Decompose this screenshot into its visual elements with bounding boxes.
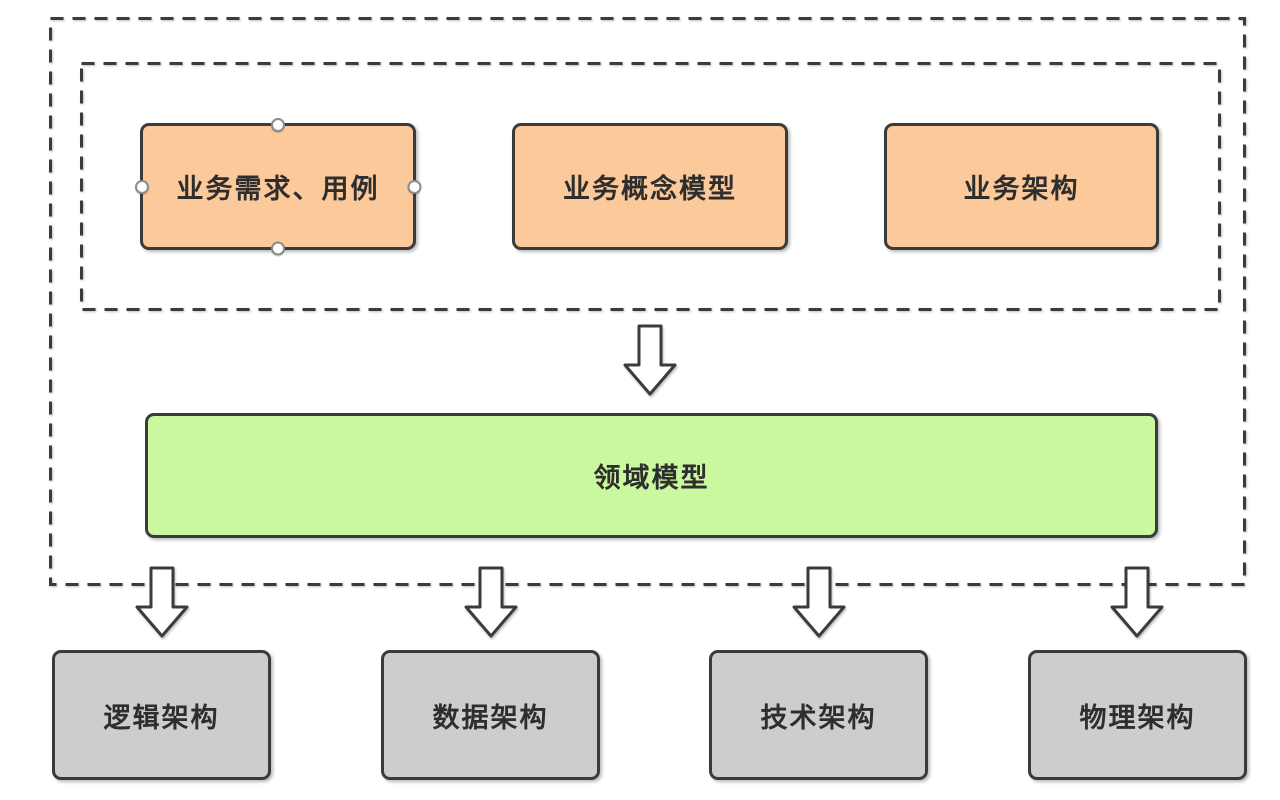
node-label: 业务需求、用例 xyxy=(176,174,380,204)
node-data-architecture[interactable]: 数据架构 xyxy=(381,650,600,780)
connection-handle-bottom[interactable] xyxy=(271,241,285,256)
node-label: 业务概念模型 xyxy=(563,174,737,204)
node-technical-architecture[interactable]: 技术架构 xyxy=(709,650,928,780)
node-logical-architecture[interactable]: 逻辑架构 xyxy=(52,650,271,780)
outer-group-boundary[interactable] xyxy=(49,17,1246,586)
business-layer-boundary[interactable] xyxy=(80,62,1221,311)
down-arrow-to-physical-architecture-icon[interactable] xyxy=(1110,566,1164,638)
node-label: 数据架构 xyxy=(432,702,549,733)
connection-handle-top[interactable] xyxy=(271,117,285,132)
down-arrow-to-technical-architecture-icon[interactable] xyxy=(792,566,846,638)
node-business-requirements[interactable]: 业务需求、用例 xyxy=(134,117,422,256)
down-arrow-to-data-architecture-icon[interactable] xyxy=(464,566,518,638)
node-label: 物理架构 xyxy=(1079,702,1196,733)
down-arrow-to-logical-architecture-icon[interactable] xyxy=(135,566,189,638)
connection-handle-left[interactable] xyxy=(134,179,149,194)
node-label: 技术架构 xyxy=(760,702,877,733)
node-physical-architecture[interactable]: 物理架构 xyxy=(1028,650,1247,780)
node-label: 逻辑架构 xyxy=(103,702,220,733)
connection-handle-right[interactable] xyxy=(407,179,422,194)
node-business-architecture[interactable]: 业务架构 xyxy=(884,123,1159,250)
node-business-concept-model[interactable]: 业务概念模型 xyxy=(512,123,788,250)
node-domain-model[interactable]: 领域模型 xyxy=(145,413,1158,538)
down-arrow-to-domain-model-icon[interactable] xyxy=(623,324,677,396)
node-label: 业务架构 xyxy=(963,174,1080,204)
node-label: 领域模型 xyxy=(593,463,710,493)
